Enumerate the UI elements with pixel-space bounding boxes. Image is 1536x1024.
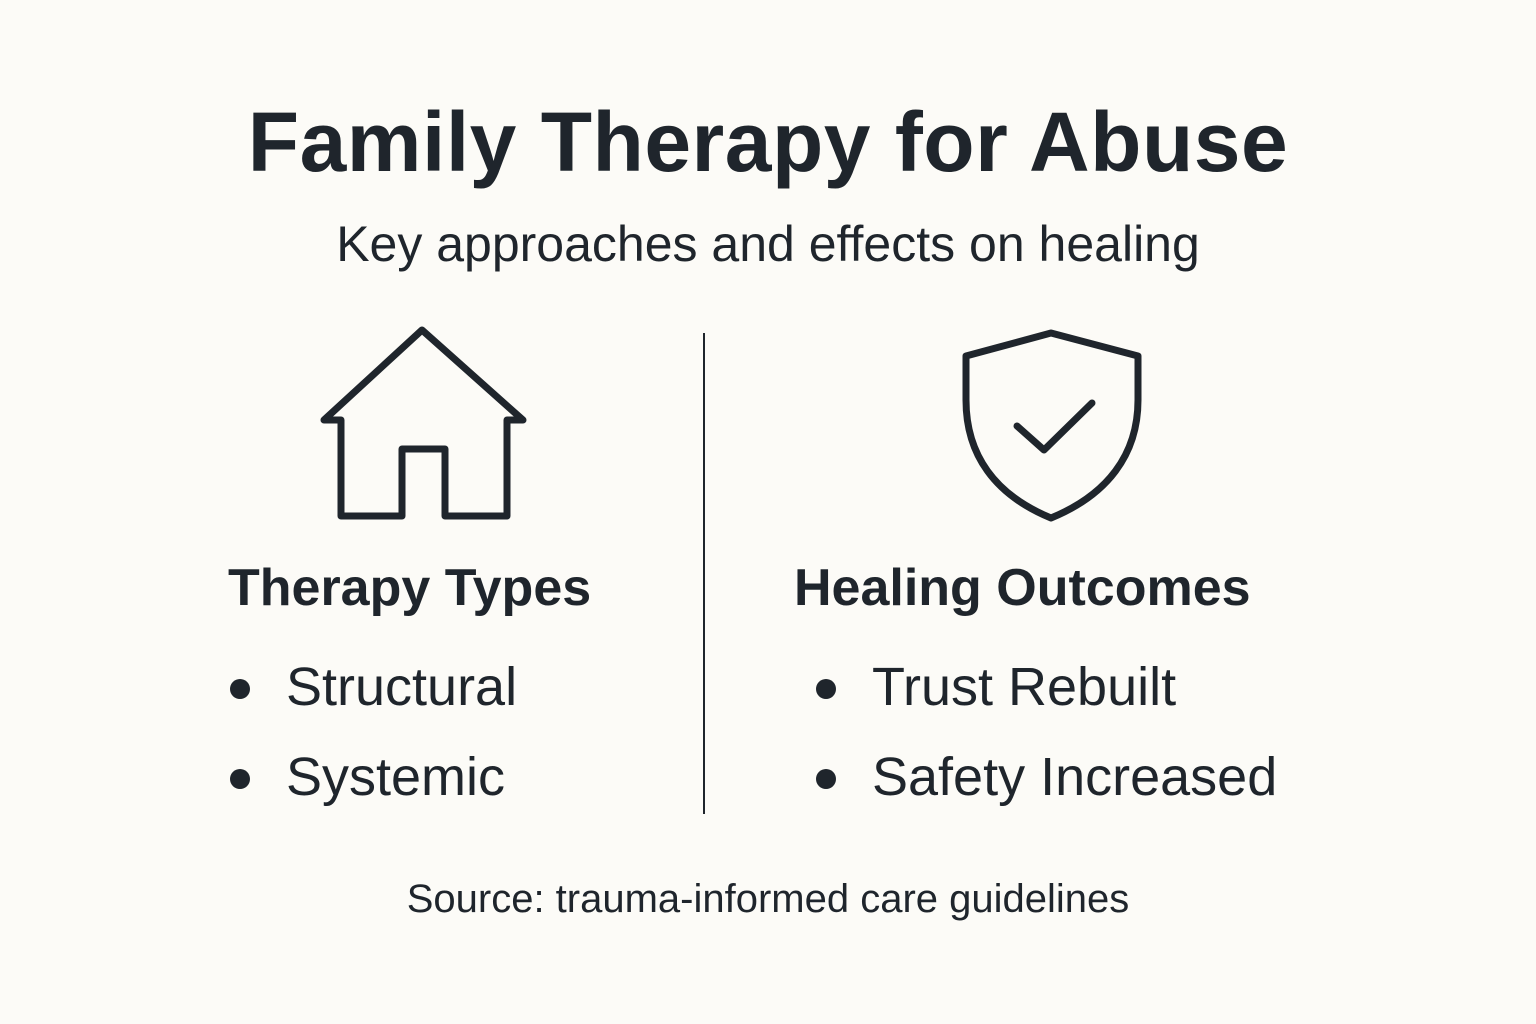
list-item-label: Systemic bbox=[286, 747, 506, 807]
shield-check-icon bbox=[962, 329, 1142, 522]
page-title: Family Therapy for Abuse bbox=[247, 95, 1289, 189]
list-item: Structural bbox=[230, 642, 517, 732]
list-item-label: Structural bbox=[286, 657, 518, 717]
bullet-icon bbox=[816, 769, 836, 789]
healing-outcomes-list: Trust Rebuilt Safety Increased bbox=[816, 642, 1277, 822]
page-subtitle: Key approaches and effects on healing bbox=[336, 216, 1200, 272]
list-item: Trust Rebuilt bbox=[816, 642, 1277, 732]
bullet-icon bbox=[230, 679, 250, 699]
healing-outcomes-heading: Healing Outcomes bbox=[794, 559, 1251, 617]
list-item-label: Trust Rebuilt bbox=[872, 657, 1177, 717]
list-item: Systemic bbox=[230, 732, 517, 822]
list-item-label: Safety Increased bbox=[872, 747, 1278, 807]
list-item: Safety Increased bbox=[816, 732, 1277, 822]
bullet-icon bbox=[230, 769, 250, 789]
therapy-types-list: Structural Systemic bbox=[230, 642, 517, 822]
therapy-types-heading: Therapy Types bbox=[228, 559, 592, 617]
column-divider bbox=[703, 333, 705, 814]
bullet-icon bbox=[816, 679, 836, 699]
source-note: Source: trauma-informed care guidelines bbox=[406, 877, 1130, 921]
house-icon bbox=[320, 326, 527, 520]
